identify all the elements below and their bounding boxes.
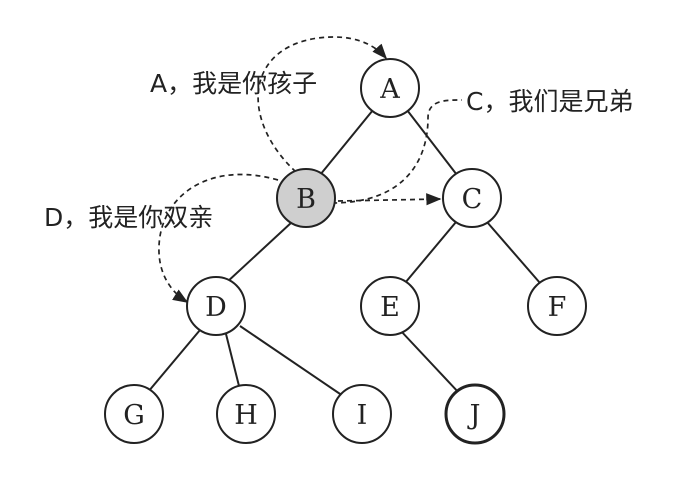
node-e: E — [360, 276, 420, 336]
edge-a-b — [319, 109, 374, 176]
edge-c-f — [486, 221, 541, 284]
node-g: G — [104, 384, 164, 444]
edge-c-e — [404, 221, 457, 284]
node-i: I — [332, 384, 392, 444]
node-i-label: I — [357, 400, 368, 431]
node-d-circle — [186, 276, 246, 336]
node-h: H — [216, 384, 276, 444]
edge-a-c — [406, 109, 458, 176]
node-b-circle — [276, 168, 336, 228]
node-d-label: D — [205, 292, 227, 323]
node-j-label: J — [467, 400, 481, 431]
node-c-circle — [442, 168, 502, 228]
node-b-label: B — [296, 184, 316, 215]
node-f-label: F — [548, 292, 567, 323]
node-j-circle — [444, 383, 506, 445]
node-e-circle — [360, 276, 420, 336]
node-f-circle — [527, 276, 587, 336]
node-a-circle — [360, 58, 420, 118]
node-h-label: H — [234, 400, 258, 431]
edge-d-i — [239, 325, 347, 399]
node-b: B — [276, 168, 336, 228]
node-i-circle — [332, 384, 392, 444]
edge-b-d — [225, 221, 293, 284]
node-g-label: G — [123, 400, 145, 431]
sibling-arrow — [331, 99, 463, 204]
callout-child: D，我是你双亲 — [44, 203, 213, 232]
edge-d-h — [224, 329, 241, 391]
node-c: C — [442, 168, 502, 228]
node-d: D — [186, 276, 246, 336]
parent-arrow — [257, 36, 388, 173]
relation-arrows — [158, 36, 463, 303]
node-c-label: C — [462, 184, 483, 215]
sibling-arrow-right — [337, 193, 442, 206]
node-f: F — [527, 276, 587, 336]
node-g-circle — [104, 384, 164, 444]
node-h-circle — [216, 384, 276, 444]
callout-parent: A，我是你孩子 — [150, 69, 317, 98]
node-a-label: A — [379, 74, 400, 105]
child-arrow — [158, 173, 279, 303]
node-j: J — [444, 383, 506, 445]
callout-sibling: C，我们是兄弟 — [466, 87, 633, 116]
tree-edges — [147, 109, 541, 399]
edge-e-j — [399, 329, 461, 395]
node-a: A — [360, 58, 420, 118]
edge-d-g — [147, 329, 201, 393]
node-e-label: E — [380, 292, 400, 323]
